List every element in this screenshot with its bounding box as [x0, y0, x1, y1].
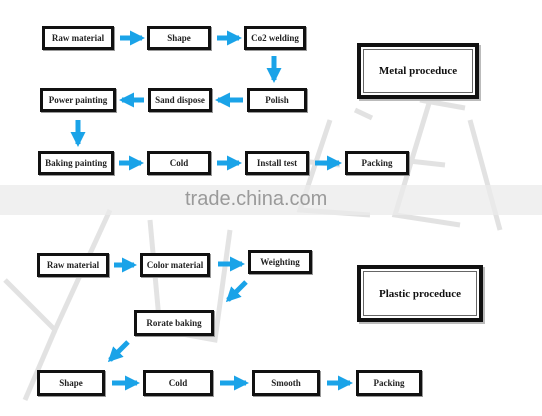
plastic-smooth-box: Smooth — [252, 370, 320, 396]
metal-power-painting-box: Power painting — [40, 88, 116, 112]
plastic-color-material-box: Color material — [140, 253, 210, 277]
metal-sand-dispose-box: Sand dispose — [148, 88, 212, 112]
watermark-text: trade.china.com — [185, 188, 328, 210]
arrow-plastic-baking-to-shape — [107, 340, 130, 363]
metal-polish-box: Polish — [247, 88, 307, 112]
plastic-weighting-box: Weighting — [248, 250, 312, 274]
metal-raw-material-box: Raw material — [42, 26, 114, 50]
plastic-rorate-baking-box: Rorate baking — [134, 310, 214, 336]
plastic-cold-box: Cold — [143, 370, 213, 396]
metal-shape-box: Shape — [147, 26, 211, 50]
watermark-band — [0, 185, 542, 215]
plastic-raw-material-box: Raw material — [37, 253, 109, 277]
metal-baking-painting-box: Baking painting — [38, 151, 114, 175]
plastic-procedure-title-text: Plastic proceduce — [379, 287, 461, 300]
metal-install-test-box: Install test — [245, 151, 309, 175]
metal-co2-welding-box: Co2 welding — [244, 26, 306, 50]
plastic-packing-box: Packing — [356, 370, 422, 396]
metal-procedure-title-text: Metal proceduce — [378, 65, 458, 77]
arrow-plastic-weighting-to-baking — [225, 280, 248, 303]
metal-cold-box: Cold — [147, 151, 211, 175]
metal-packing-box: Packing — [345, 151, 409, 175]
metal-procedure-title: Metal proceduce — [357, 43, 479, 99]
plastic-procedure-title: Plastic proceduce — [357, 265, 483, 322]
plastic-shape-box: Shape — [37, 370, 105, 396]
